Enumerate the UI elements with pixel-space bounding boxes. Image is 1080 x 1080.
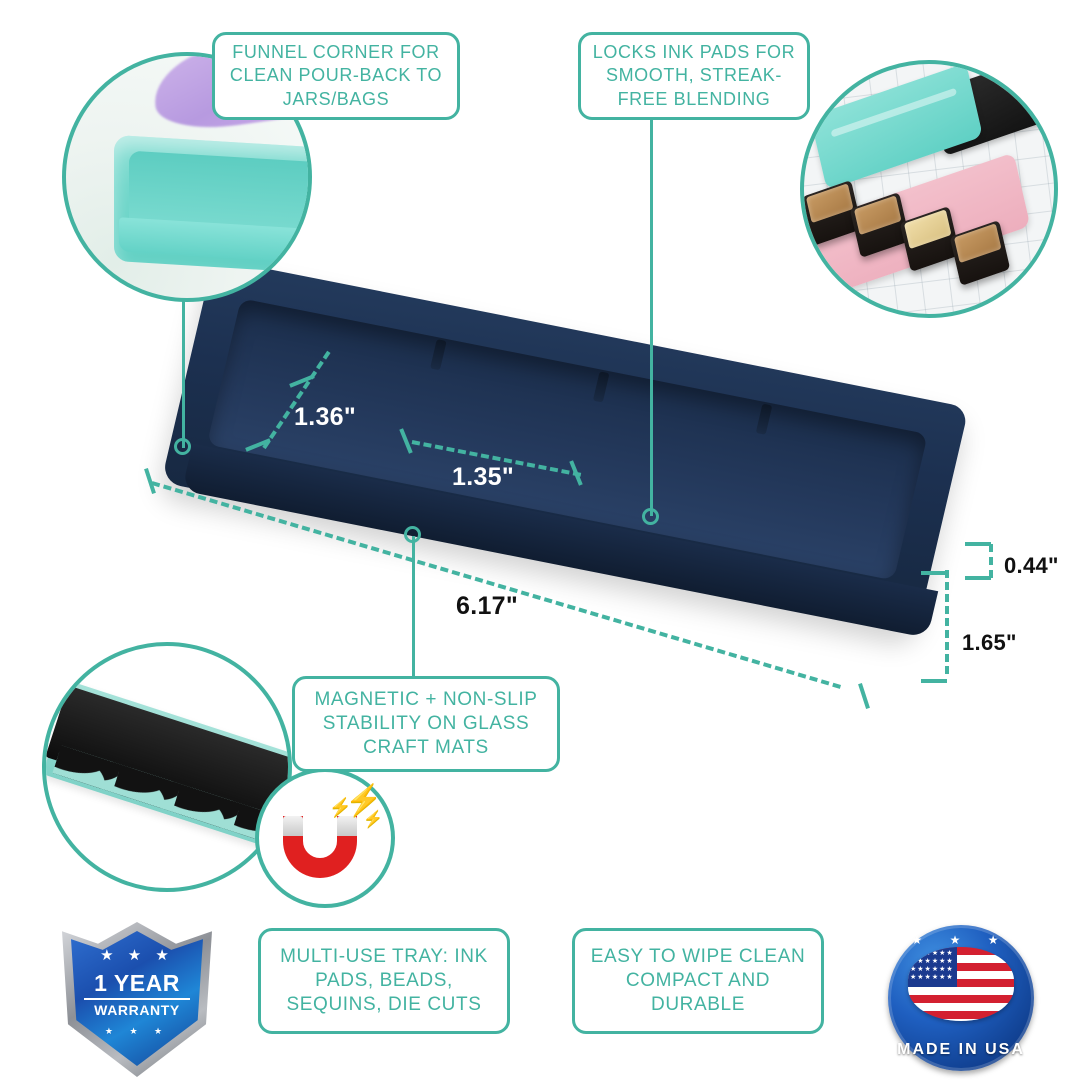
callout-funnel-corner-text: FUNNEL CORNER FOR CLEAN POUR-BACK TO JAR… bbox=[229, 42, 443, 109]
dimension-label-inner-height: 1.36" bbox=[294, 403, 357, 431]
callout-funnel-corner[interactable]: FUNNEL CORNER FOR CLEAN POUR-BACK TO JAR… bbox=[212, 32, 460, 120]
warranty-duration: 1 YEAR bbox=[94, 970, 180, 996]
tray-body bbox=[161, 258, 969, 639]
callout-easy-clean-text: EASY TO WIPE CLEAN COMPACT AND DURABLE bbox=[590, 945, 806, 1016]
warranty-divider-rule bbox=[84, 998, 190, 1000]
made-in-usa-label: MADE IN USA bbox=[897, 1041, 1025, 1058]
magnet-tip-right bbox=[337, 816, 357, 836]
ink-pads-photo bbox=[800, 60, 1058, 318]
dimension-label-total-depth: 1.65" bbox=[962, 630, 1017, 655]
lightning-bolt-icon: ⚡ bbox=[345, 784, 383, 817]
connector-ring-locks bbox=[642, 508, 659, 525]
callout-locks-ink-pads-text: LOCKS INK PADS FOR SMOOTH, STREAK-FREE B… bbox=[592, 42, 796, 109]
connector-ring-funnel bbox=[174, 438, 191, 455]
magnet-tip-left bbox=[283, 816, 303, 836]
usa-flag-icon: ★★★★★★★★★★★★★★★★★★★★★★★★ bbox=[908, 947, 1014, 1021]
made-in-usa-badge: ★ ★ ★ ★★★★★★★★★★★★★★★★★★★★★★★★ MADE IN U… bbox=[888, 925, 1034, 1071]
warranty-stars-top: ★ ★ ★ bbox=[100, 947, 174, 964]
warranty-badge: ★ ★ ★ 1 YEAR WARRANTY ★ ★ ★ bbox=[62, 922, 212, 1077]
magnet-icon: ⚡ ⚡ ⚡ bbox=[255, 768, 395, 908]
connector-line-locks bbox=[650, 120, 653, 516]
callout-multi-use-tray[interactable]: MULTI-USE TRAY: INK PADS, BEADS, SEQUINS… bbox=[258, 928, 510, 1034]
dimension-label-slot-width: 1.35" bbox=[452, 463, 515, 491]
lightning-bolt-icon: ⚡ bbox=[363, 811, 383, 828]
callout-magnetic-nonslip[interactable]: MAGNETIC + NON-SLIP STABILITY ON GLASS C… bbox=[292, 676, 560, 772]
callout-multi-use-tray-text: MULTI-USE TRAY: INK PADS, BEADS, SEQUINS… bbox=[280, 945, 488, 1016]
connector-line-magnet bbox=[412, 536, 415, 678]
usa-badge-stars: ★ ★ ★ bbox=[911, 933, 1011, 947]
dimension-tick bbox=[921, 571, 947, 575]
warranty-label: WARRANTY bbox=[94, 1002, 180, 1018]
callout-easy-clean[interactable]: EASY TO WIPE CLEAN COMPACT AND DURABLE bbox=[572, 928, 824, 1034]
dimension-tick bbox=[921, 679, 947, 683]
connector-line-funnel bbox=[182, 300, 185, 448]
usa-flag-canton: ★★★★★★★★★★★★★★★★★★★★★★★★ bbox=[908, 947, 957, 987]
connector-ring-magnet bbox=[404, 526, 421, 543]
callout-magnetic-nonslip-text: MAGNETIC + NON-SLIP STABILITY ON GLASS C… bbox=[314, 688, 538, 759]
callout-locks-ink-pads[interactable]: LOCKS INK PADS FOR SMOOTH, STREAK-FREE B… bbox=[578, 32, 810, 120]
dimension-tick bbox=[965, 576, 991, 580]
dimension-label-lip-height: 0.44" bbox=[1004, 553, 1059, 578]
dimension-label-length: 6.17" bbox=[456, 592, 519, 620]
magnet-strip-photo bbox=[42, 642, 292, 892]
dimension-tick bbox=[965, 542, 991, 546]
dimension-line bbox=[945, 570, 949, 674]
dimension-line bbox=[989, 544, 993, 578]
lightning-bolt-icon: ⚡ bbox=[329, 797, 352, 817]
product-tray bbox=[160, 258, 980, 700]
warranty-stars-bottom: ★ ★ ★ bbox=[104, 1026, 170, 1036]
